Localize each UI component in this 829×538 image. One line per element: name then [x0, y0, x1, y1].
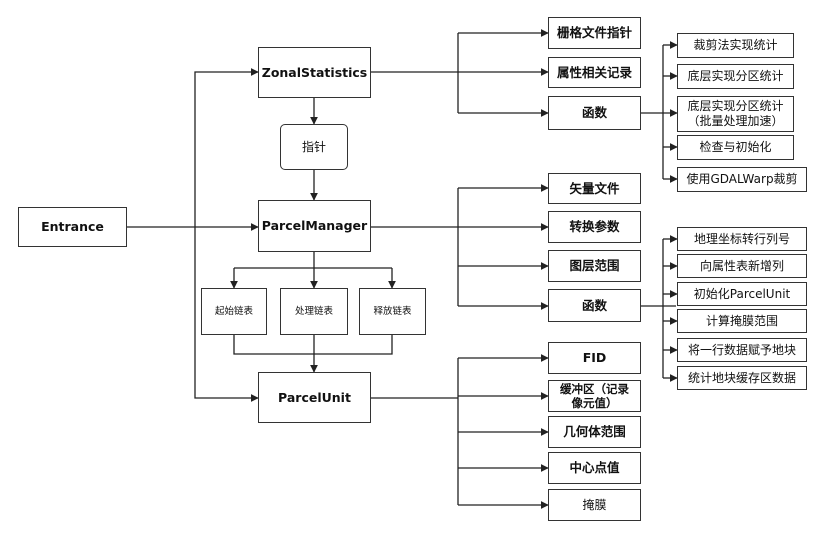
- node-layer-extent: 图层范围: [548, 250, 641, 282]
- node-vector-file: 矢量文件: [548, 173, 641, 204]
- edge-start-list-down: [233, 335, 393, 355]
- edge-entrance-to-parcelunit: [194, 227, 259, 402]
- node-zs-fn-check-init: 检查与初始化: [677, 135, 794, 160]
- node-mask: 掩膜: [548, 489, 641, 521]
- node-geometry-extent: 几何体范围: [548, 416, 641, 448]
- node-zs-fn-zonal-statistics: 底层实现分区统计: [677, 64, 794, 89]
- node-pm-fn-coord-to-rowcol: 地理坐标转行列号: [677, 227, 807, 251]
- edge-entrance-to-zonalstatistics: [194, 68, 259, 227]
- node-fid: FID: [548, 342, 641, 374]
- node-pm-function: 函数: [548, 289, 641, 322]
- node-pm-fn-mask-extent: 计算掩膜范围: [677, 309, 807, 333]
- node-buffer: 缓冲区（记录 像元值）: [548, 380, 641, 412]
- node-zs-fn-gdalwarp: 使用GDALWarp裁剪: [677, 167, 807, 192]
- node-attribute-records: 属性相关记录: [548, 57, 641, 88]
- node-pm-fn-add-column: 向属性表新增列: [677, 254, 807, 278]
- node-zs-function: 函数: [548, 96, 641, 130]
- node-start-list: 起始链表: [201, 288, 267, 335]
- node-process-list: 处理链表: [280, 288, 348, 335]
- node-release-list: 释放链表: [359, 288, 426, 335]
- node-parcel-unit: ParcelUnit: [258, 372, 371, 423]
- node-center-value: 中心点值: [548, 452, 641, 484]
- node-pm-fn-init-parcelunit: 初始化ParcelUnit: [677, 282, 807, 306]
- node-entrance: Entrance: [18, 207, 127, 247]
- node-raster-file-pointer: 栅格文件指针: [548, 17, 641, 49]
- node-zonal-statistics: ZonalStatistics: [258, 47, 371, 98]
- node-pm-fn-buffer-statistics: 统计地块缓存区数据: [677, 366, 807, 390]
- node-zs-fn-batch-statistics: 底层实现分区统计 （批量处理加速）: [677, 96, 794, 132]
- node-transform-params: 转换参数: [548, 211, 641, 243]
- node-parcel-manager: ParcelManager: [258, 200, 371, 252]
- node-pm-fn-assign-row: 将一行数据赋予地块: [677, 338, 807, 362]
- node-zs-fn-crop-statistics: 裁剪法实现统计: [677, 33, 794, 58]
- connector-lines: [127, 29, 678, 509]
- node-pointer: 指针: [280, 124, 348, 170]
